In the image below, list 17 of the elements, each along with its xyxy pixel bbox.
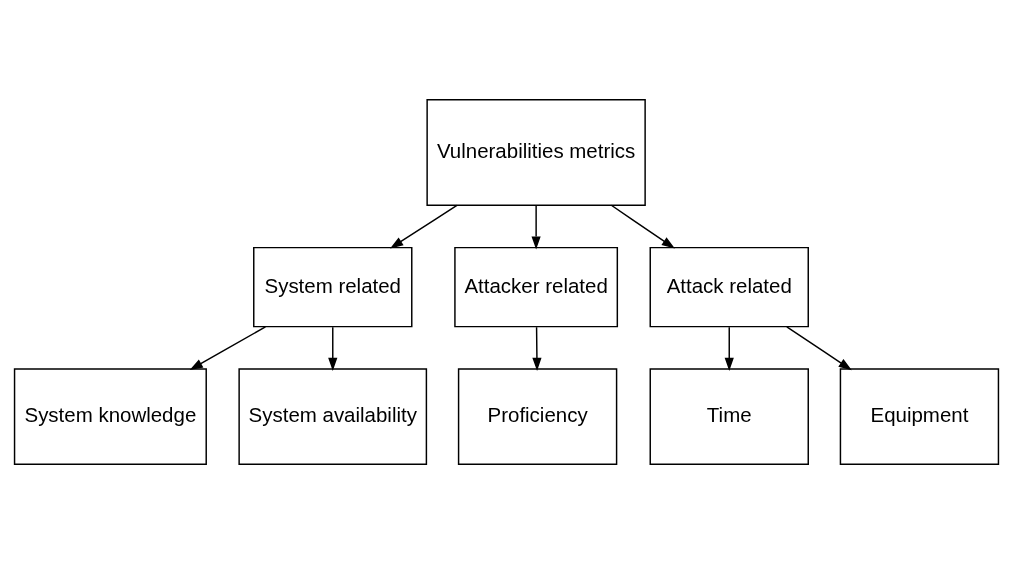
node-box: System related — [253, 246, 413, 327]
node-box: Vulnerabilities metrics — [426, 98, 646, 206]
node-box: Time — [649, 367, 809, 465]
node-box: Proficiency — [457, 367, 618, 465]
arrow — [189, 325, 267, 370]
arrow — [390, 204, 458, 249]
node-box: System availability — [238, 367, 428, 465]
arrow — [786, 325, 852, 370]
node-box: System knowledge — [13, 367, 207, 465]
arrow — [328, 326, 338, 371]
arrow — [532, 326, 542, 371]
arrow — [610, 204, 675, 249]
node-box: Equipment — [839, 367, 1000, 465]
node-box: Attacker related — [454, 246, 619, 327]
arrow — [724, 326, 734, 371]
node-box: Attack related — [649, 246, 809, 327]
arrow — [531, 204, 541, 250]
